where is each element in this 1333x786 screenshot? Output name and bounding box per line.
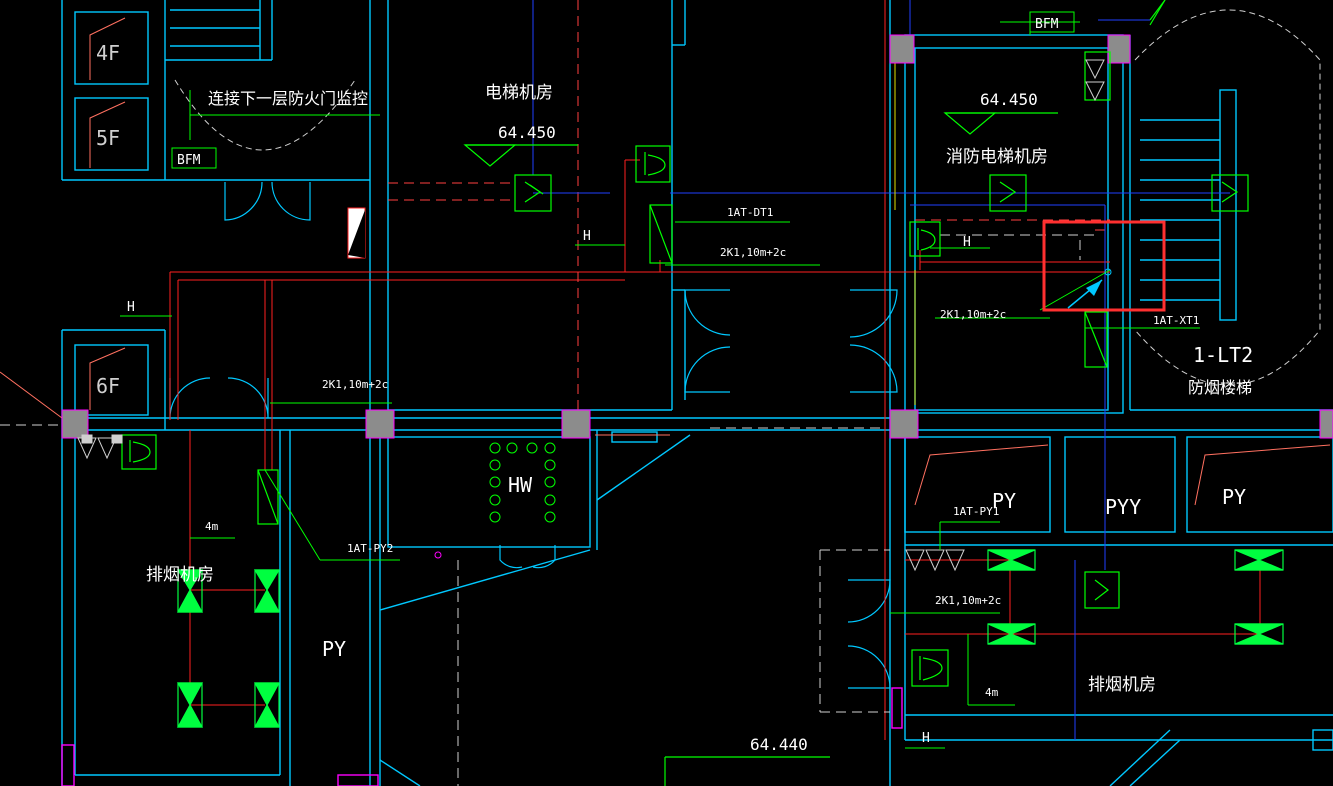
tag-at-py2: 1AT-PY2 [347, 542, 393, 555]
fire-door-monitor-label: 连接下一层防火门监控 [208, 89, 368, 108]
fire-alarm-bell [635, 145, 671, 183]
hw-room [387, 436, 591, 548]
bfm-label-right: BFM [1035, 17, 1059, 32]
stair-arcs [174, 9, 1321, 386]
floor-label-5f: 5F [96, 126, 120, 150]
leader-lines [120, 12, 1200, 749]
elevator-room-level: 64.450 [498, 123, 556, 142]
bottom-level-label: 64.440 [750, 735, 808, 754]
module-box-elevator-room [514, 174, 552, 212]
red-dashed-pipes [388, 0, 1110, 410]
cable-spec-b: 2K1,10m+2c [322, 378, 388, 391]
length-label-left: 4m [205, 520, 219, 533]
h-marker-1: H [127, 300, 135, 315]
smoke-fans [176, 549, 1284, 728]
py-label-right-1: PY [992, 489, 1016, 513]
bfm-box-right [1029, 11, 1075, 33]
shaft-py-1 [904, 436, 1051, 533]
py-label-left: PY [322, 637, 346, 661]
cursor-arrow-icon [1067, 279, 1103, 309]
cable-spec-a: 2K1,10m+2c [720, 246, 786, 259]
h-marker-2: H [583, 229, 591, 244]
floor-label-4f: 4F [96, 41, 120, 65]
cable-spec-c: 2K1,10m+2c [940, 308, 1006, 321]
smoke-stair-label: 防烟楼梯 [1188, 378, 1252, 397]
shaft-box-5f [74, 97, 149, 171]
level-markers[interactable] [463, 112, 1058, 786]
doors [169, 181, 898, 689]
tag-at-py1: 1AT-PY1 [953, 505, 999, 518]
h-marker-3: H [963, 235, 971, 250]
shaft-box-6f [74, 344, 149, 416]
shaft-box-4f [74, 11, 149, 85]
red-pipes [169, 0, 1261, 740]
white-dashed-lines [0, 192, 1100, 786]
devices [121, 0, 1249, 687]
bfm-box-left [171, 147, 217, 169]
smoke-exhaust-room-right: 排烟机房 [1088, 675, 1156, 695]
pink-lines [0, 17, 1331, 506]
smoke-exhaust-room-left: 排烟机房 [146, 565, 214, 585]
columns [61, 34, 1333, 439]
py-label-right-2: PY [1222, 485, 1246, 509]
blue-lines [532, 0, 1230, 740]
tag-at-xt1: 1AT-XT1 [1153, 314, 1199, 327]
fire-elevator-room-wall [904, 34, 1124, 414]
door-leaf [347, 207, 366, 259]
bfm-label-left: BFM [177, 153, 201, 168]
fire-elevator-room-level: 64.450 [980, 90, 1038, 109]
length-label-right: 4m [985, 686, 999, 699]
shaft-py-2 [1186, 436, 1333, 533]
tag-at-dt1: 1AT-DT1 [727, 206, 773, 219]
elevator-room-label: 电梯机房 [485, 83, 553, 103]
hw-label: HW [508, 473, 533, 497]
pyy-label: PYY [1105, 495, 1141, 519]
selection-highlight-box[interactable] [1042, 220, 1166, 312]
shaft-pyy [1064, 436, 1176, 533]
floor-label-6f: 6F [96, 374, 120, 398]
walls [61, 0, 1333, 786]
sprinklers [434, 268, 1112, 559]
module-box-fire-elevator [989, 174, 1027, 212]
h-marker-4: H [922, 731, 930, 746]
detectors [77, 59, 1105, 572]
fire-elevator-room-label: 消防电梯机房 [946, 147, 1048, 167]
stair-id-label: 1-LT2 [1193, 343, 1253, 367]
yellow-lines [894, 55, 916, 405]
cable-spec-d: 2K1,10m+2c [935, 594, 1001, 607]
